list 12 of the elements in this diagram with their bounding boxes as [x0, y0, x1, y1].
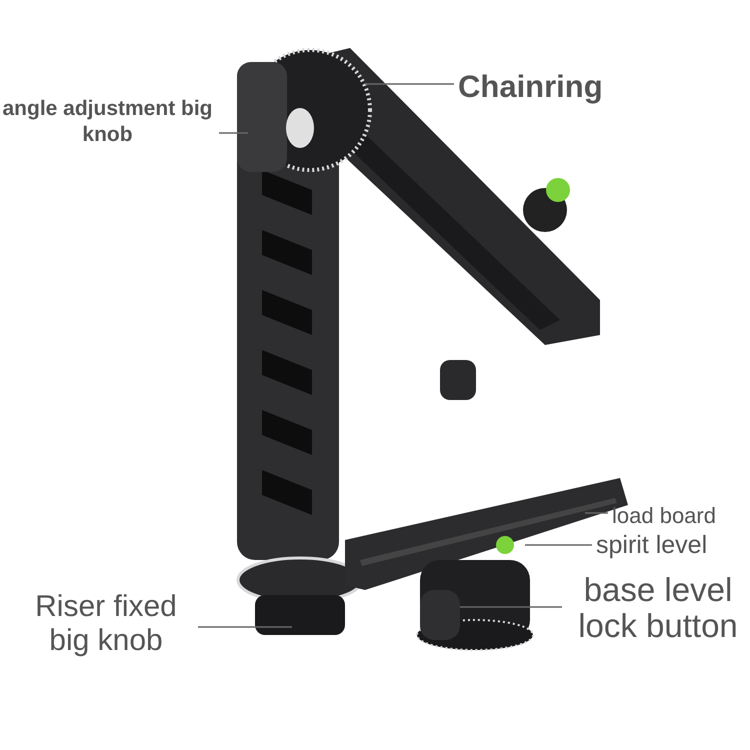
callout-label: load board — [612, 502, 717, 530]
callout-label: angle adjustment big knob — [1, 96, 214, 148]
leader-line — [219, 132, 248, 134]
leader-line — [365, 83, 454, 85]
callout-label: spirit level — [596, 530, 708, 560]
callout-label: Riser fixed big knob — [34, 590, 178, 658]
leader-line — [198, 626, 292, 628]
callout-label: base level lock button — [577, 572, 739, 644]
leader-line — [585, 512, 608, 514]
leader-line — [525, 544, 592, 546]
leader-line — [460, 606, 562, 608]
callout-label: Chainring — [458, 68, 604, 106]
